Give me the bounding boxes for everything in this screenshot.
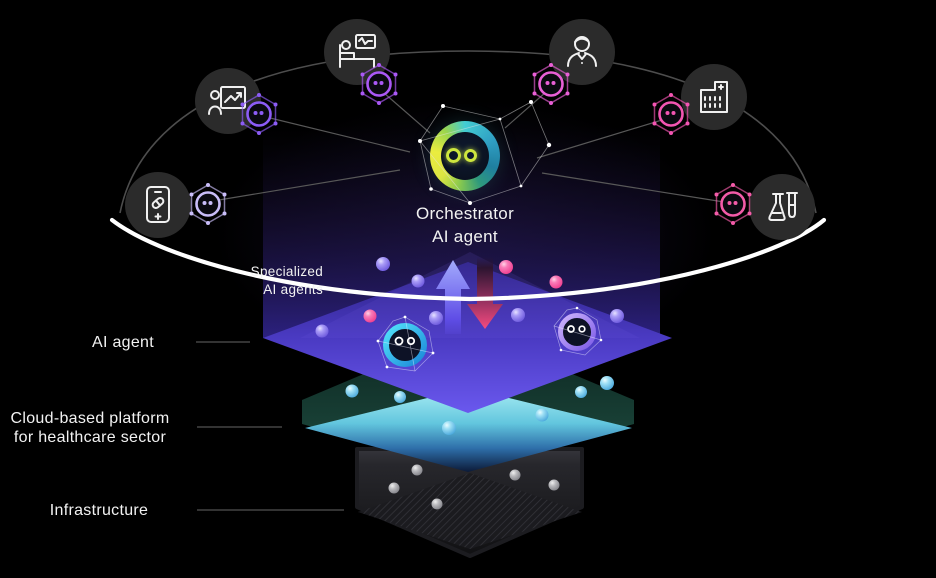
orchestrator-avatar <box>430 121 500 191</box>
agent-face-left <box>376 315 435 372</box>
orchestrator-label-line2: AI agent <box>432 227 498 246</box>
presentation-chart-icon <box>208 86 246 115</box>
orchestrator-face <box>441 132 489 180</box>
prism-glow <box>300 252 640 338</box>
ai-agent-layer <box>263 262 672 413</box>
specialized-label-line1: Specialized <box>250 264 323 279</box>
orchestrator-label-line1: Orchestrator <box>415 204 515 223</box>
infrastructure-layer-label: Infrastructure <box>49 502 149 519</box>
orchestrator-left-eye-icon <box>446 148 461 163</box>
specialized-label-line2: AI agents <box>263 282 323 297</box>
orchestrator-label: Orchestrator AI agent <box>375 202 555 248</box>
infrastructure-hatch <box>358 473 582 549</box>
ai-agent-layer-label: AI agent <box>91 334 154 351</box>
agent-node-bed <box>360 63 398 105</box>
cloud-label-line2: for healthcare sector <box>13 429 167 446</box>
agent-node-presentation <box>240 93 278 135</box>
cloud-layer-label: Cloud-based platform for healthcare sect… <box>0 409 180 447</box>
satellite-circle-presentation <box>195 68 261 134</box>
agent-face-right <box>553 306 603 356</box>
satellite-circle-phone <box>125 172 191 238</box>
cloud-layer-light <box>305 388 632 472</box>
agent-nodes <box>189 63 752 225</box>
orchestrator-right-eye-icon <box>464 149 477 162</box>
agent-node-hospital <box>652 93 690 135</box>
connection-lines <box>218 91 725 203</box>
hospital-building-icon <box>700 81 728 113</box>
specialized-agents-label: Specialized AI agents <box>200 263 323 299</box>
orbit-ellipse <box>119 50 817 214</box>
satellite-icons <box>125 19 815 240</box>
floating-dots <box>315 257 624 510</box>
down-arrow <box>467 257 503 329</box>
patient-bed-icon <box>339 34 376 68</box>
mobile-health-icon <box>146 186 170 223</box>
clinician-icon <box>567 36 597 67</box>
agent-node-lab <box>714 183 752 225</box>
laboratory-icon <box>768 192 798 221</box>
agent-node-phone <box>189 183 227 225</box>
cloud-label-line1: Cloud-based platform <box>10 410 170 427</box>
agent-node-clinician <box>532 63 570 105</box>
sync-arc <box>109 217 827 302</box>
